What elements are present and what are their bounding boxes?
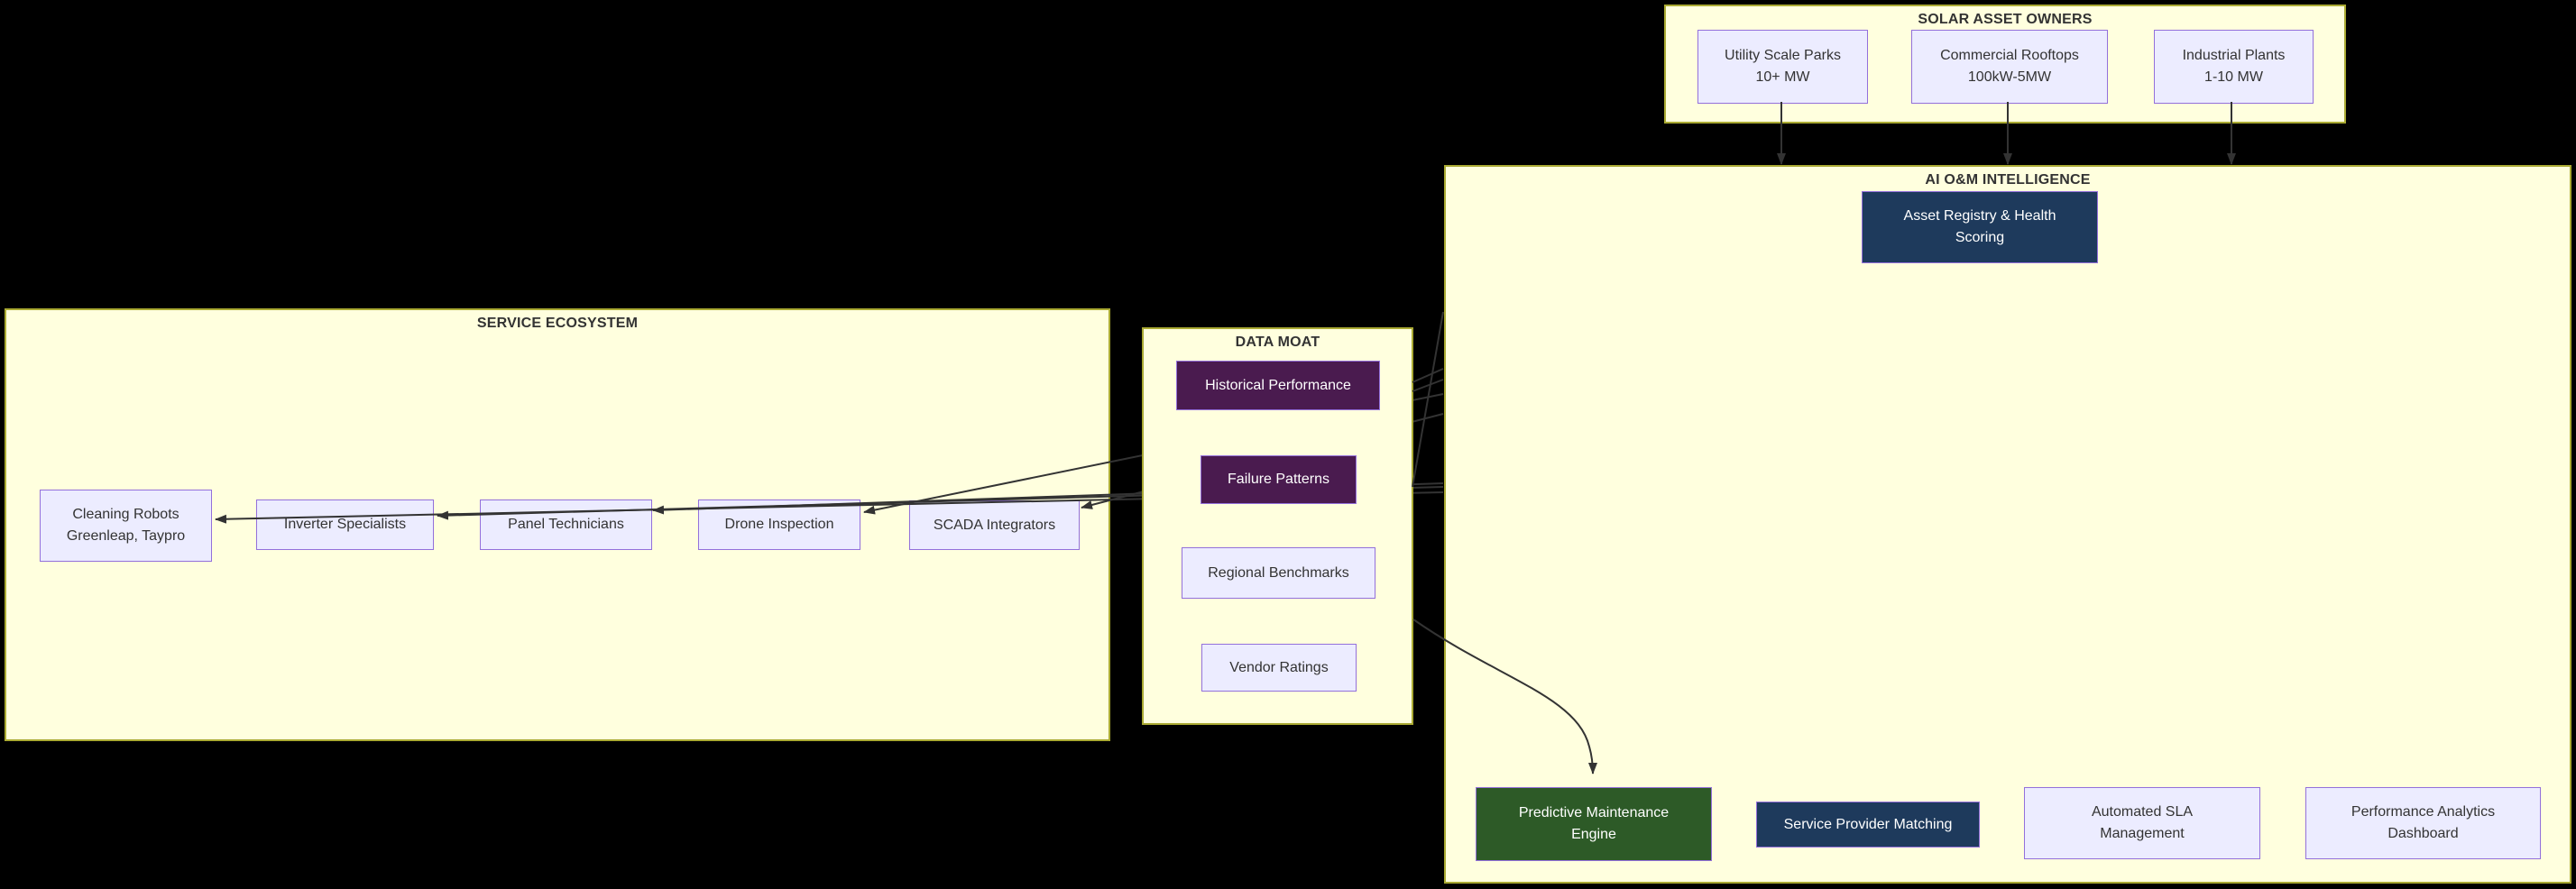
node-scada-integrators: SCADA Integrators bbox=[909, 500, 1080, 550]
node-label: Historical Performance bbox=[1205, 377, 1351, 393]
node-label: SCADA Integrators bbox=[933, 517, 1056, 533]
node-label: Utility Scale Parks 10+ MW bbox=[1725, 48, 1841, 85]
container-ai-om-intelligence: AI O&M INTELLIGENCE Asset Registry & Hea… bbox=[1444, 165, 2571, 884]
node-automated-sla-management: Automated SLA Management bbox=[2024, 787, 2260, 859]
node-asset-registry-health-scoring: Asset Registry & Health Scoring bbox=[1862, 191, 2098, 263]
container-service-ecosystem: SERVICE ECOSYSTEM Cleaning Robots Greenl… bbox=[5, 308, 1110, 741]
node-service-provider-matching: Service Provider Matching bbox=[1756, 802, 1980, 848]
node-panel-technicians: Panel Technicians bbox=[480, 499, 652, 550]
edge-gap-segment-upper-1 bbox=[1412, 368, 1444, 383]
node-industrial-plants: Industrial Plants 1-10 MW bbox=[2154, 30, 2314, 104]
edge-gap-segment-upper-2 bbox=[1412, 379, 1444, 392]
node-label: Commercial Rooftops 100kW-5MW bbox=[1940, 48, 2079, 85]
container-solar-asset-owners: SOLAR ASSET OWNERS Utility Scale Parks 1… bbox=[1664, 5, 2346, 124]
node-label: Performance Analytics Dashboard bbox=[2351, 804, 2496, 841]
container-title: SOLAR ASSET OWNERS bbox=[1918, 12, 2093, 27]
node-drone-inspection: Drone Inspection bbox=[698, 499, 860, 550]
edge-gap-segment-steep bbox=[1412, 311, 1444, 488]
node-label: Inverter Specialists bbox=[283, 517, 407, 532]
node-cleaning-robots: Cleaning Robots Greenleap, Taypro bbox=[40, 490, 212, 562]
node-label: Automated SLA Management bbox=[2091, 804, 2194, 841]
node-label: Industrial Plants 1-10 MW bbox=[2182, 48, 2286, 85]
node-label: Drone Inspection bbox=[724, 517, 834, 532]
node-performance-analytics-dashboard: Performance Analytics Dashboard bbox=[2305, 787, 2541, 859]
node-label: Service Provider Matching bbox=[1783, 816, 1953, 832]
node-label: Vendor Ratings bbox=[1229, 659, 1329, 675]
node-failure-patterns: Failure Patterns bbox=[1201, 455, 1357, 504]
node-label: Cleaning Robots Greenleap, Taypro bbox=[66, 507, 186, 544]
node-label: Failure Patterns bbox=[1228, 472, 1329, 487]
node-label: Predictive Maintenance Engine bbox=[1518, 805, 1670, 842]
container-title: AI O&M INTELLIGENCE bbox=[1925, 172, 2091, 188]
node-vendor-ratings: Vendor Ratings bbox=[1201, 644, 1357, 692]
node-inverter-specialists: Inverter Specialists bbox=[256, 499, 434, 550]
node-historical-performance: Historical Performance bbox=[1176, 361, 1380, 410]
container-title: SERVICE ECOSYSTEM bbox=[476, 316, 639, 331]
node-label: Asset Registry & Health Scoring bbox=[1903, 208, 2056, 245]
node-utility-scale-parks: Utility Scale Parks 10+ MW bbox=[1697, 30, 1868, 104]
node-label: Regional Benchmarks bbox=[1208, 564, 1349, 581]
node-label: Panel Technicians bbox=[508, 517, 624, 532]
node-commercial-rooftops: Commercial Rooftops 100kW-5MW bbox=[1911, 30, 2108, 104]
node-regional-benchmarks: Regional Benchmarks bbox=[1182, 547, 1375, 599]
container-data-moat: DATA MOAT Historical Performance Failure… bbox=[1142, 327, 1413, 725]
container-title: DATA MOAT bbox=[1235, 335, 1320, 350]
node-predictive-maintenance-engine: Predictive Maintenance Engine bbox=[1476, 787, 1712, 861]
